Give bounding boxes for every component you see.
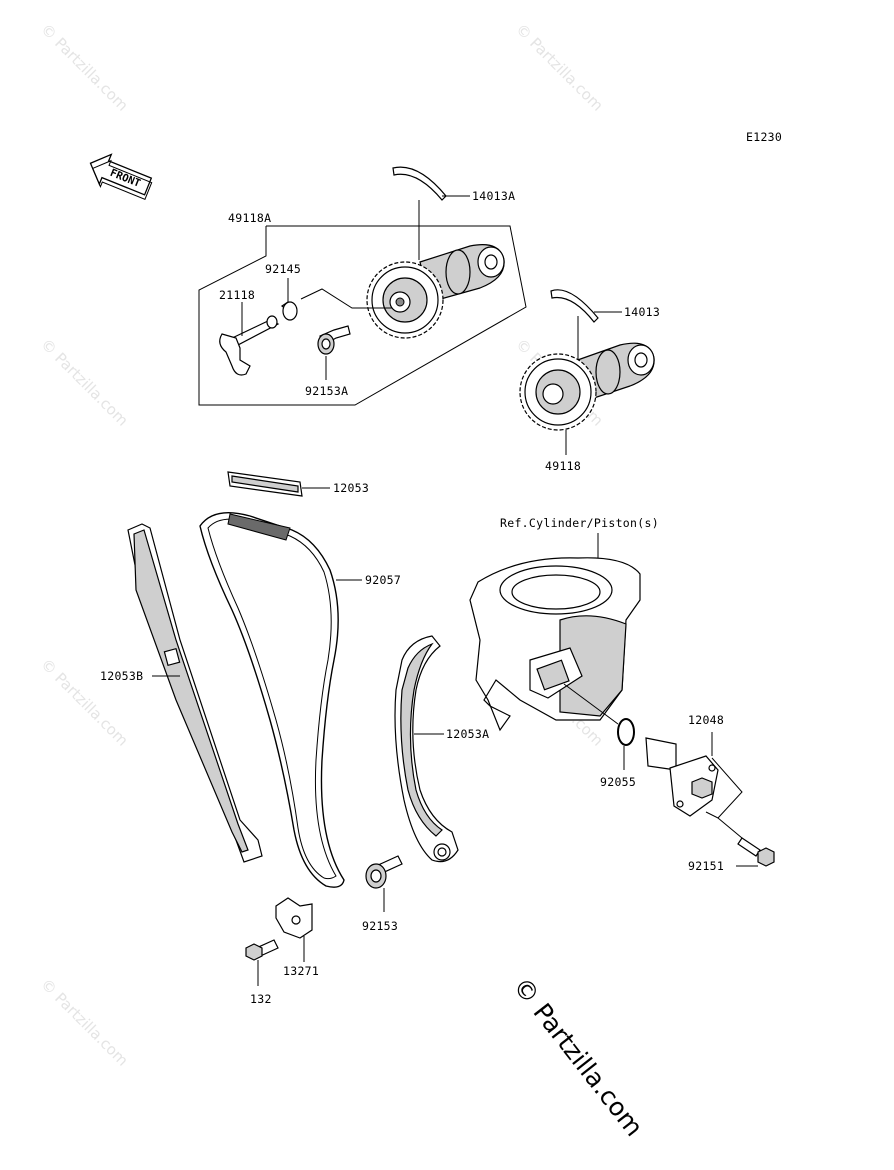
watermark-large: © Partzilla.com bbox=[507, 972, 649, 1142]
bolt-92153 bbox=[365, 855, 403, 889]
camshaft-49118A bbox=[366, 244, 505, 339]
camshaft-ring-14013 bbox=[550, 289, 599, 323]
bolt-92153A bbox=[317, 325, 351, 355]
label-21118: 21118 bbox=[219, 288, 255, 302]
ref-cylinder-note: Ref.Cylinder/Piston(s) bbox=[500, 516, 659, 530]
cylinder-reference bbox=[469, 557, 641, 732]
leader-92055-a bbox=[563, 683, 619, 725]
label-132: 132 bbox=[250, 992, 272, 1006]
chain-guide-12053 bbox=[227, 471, 303, 497]
spring-92145 bbox=[280, 301, 298, 321]
leader-12048-frame bbox=[705, 757, 743, 819]
label-49118: 49118 bbox=[545, 459, 581, 473]
chain-tensioner-guide-12053A bbox=[394, 635, 459, 863]
watermark: © Partzilla.com bbox=[37, 335, 132, 430]
chain-guide-12053B bbox=[127, 523, 263, 863]
front-arrow-icon: FRONT bbox=[89, 153, 153, 200]
leader-92145-b bbox=[300, 288, 392, 309]
bolt-132 bbox=[245, 939, 279, 961]
label-49118A: 49118A bbox=[228, 211, 271, 225]
label-92057: 92057 bbox=[365, 573, 401, 587]
camshaft-49118 bbox=[519, 342, 655, 431]
label-12048: 12048 bbox=[688, 713, 724, 727]
cam-chain-92057 bbox=[199, 512, 345, 888]
leader-92151-a bbox=[717, 817, 743, 839]
label-12053: 12053 bbox=[333, 481, 369, 495]
label-12053B: 12053B bbox=[100, 669, 143, 683]
assembly-frame-49118A bbox=[198, 225, 527, 406]
label-92145: 92145 bbox=[265, 262, 301, 276]
watermark: © Partzilla.com bbox=[512, 20, 607, 115]
watermark: © Partzilla.com bbox=[37, 975, 132, 1070]
label-92153: 92153 bbox=[362, 919, 398, 933]
label-14013A: 14013A bbox=[472, 189, 515, 203]
lever-21118 bbox=[219, 315, 280, 376]
camshaft-ring-14013A bbox=[392, 166, 447, 201]
watermark: © Partzilla.com bbox=[37, 20, 132, 115]
chain-tensioner-12048 bbox=[645, 737, 719, 817]
o-ring-92055 bbox=[617, 718, 635, 746]
label-12053A: 12053A bbox=[446, 727, 489, 741]
diagram-code: E1230 bbox=[746, 130, 782, 144]
label-13271: 13271 bbox=[283, 964, 319, 978]
bolt-92151 bbox=[737, 837, 775, 867]
label-14013: 14013 bbox=[624, 305, 660, 319]
plate-13271 bbox=[275, 897, 313, 939]
label-92151: 92151 bbox=[688, 859, 724, 873]
label-92153A: 92153A bbox=[305, 384, 348, 398]
label-92055: 92055 bbox=[600, 775, 636, 789]
